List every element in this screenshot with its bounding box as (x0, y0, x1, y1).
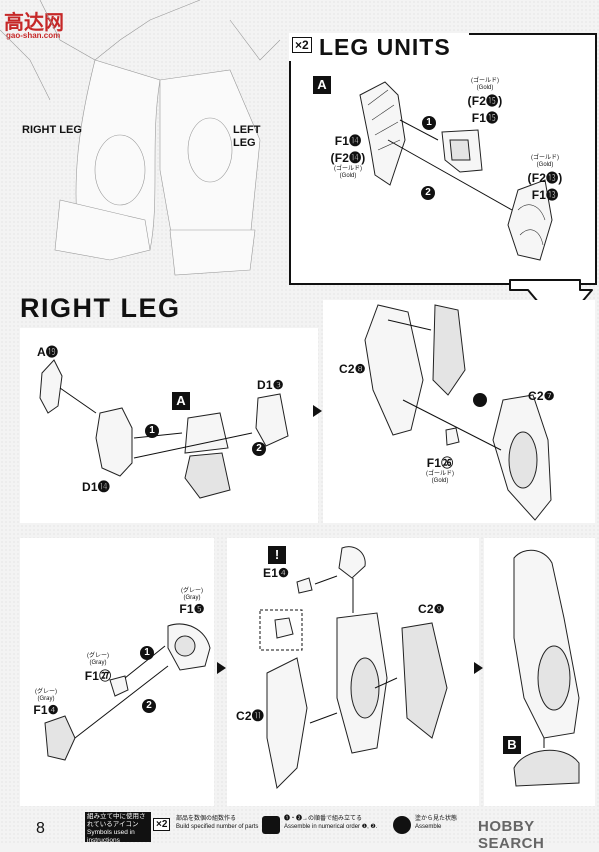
leg-units-header: ×2 LEG UNITS (289, 33, 469, 61)
legend-icon1-text: 部品を数個の組数作る Build specified number of par… (176, 816, 259, 830)
hobby-search-watermark: HOBBY SEARCH (478, 818, 545, 852)
panel1-step-1: 1 (145, 424, 159, 438)
part-c211-label: C2⓫ (236, 709, 264, 723)
panel5-key-b: B (503, 736, 521, 754)
legend-step-order-icon (262, 816, 280, 834)
leg-units-step-2: 2 (421, 186, 435, 200)
overview-legs-illustration (0, 0, 281, 276)
multiplier-badge: ×2 (292, 37, 312, 53)
panel3-parts-illustration (44, 623, 211, 761)
leg-units-step-1: 1 (422, 116, 436, 130)
warning-icon: ! (268, 546, 286, 564)
leg-units-title: LEG UNITS (319, 34, 451, 60)
part-a19-label: A⓳ (37, 345, 59, 359)
part-d13-label: D1❸ (257, 378, 284, 392)
leg-units-key-a: A (313, 76, 331, 94)
part-f2-15-label: (ゴールド) (Gold) (F2⓯) F1⓯ (467, 78, 503, 125)
legend-icon-multiplier: ×2 (153, 818, 171, 831)
overview-right-leg-label: RIGHT LEG (22, 124, 82, 136)
part-f1-14-label: F1⓮ (F2⓮) (ゴールド) (Gold) (330, 134, 366, 179)
leg-units-panel (289, 33, 597, 285)
overview-left-leg-label: LEFT LEG (233, 124, 261, 149)
leg-units-parts-illustration (359, 81, 553, 261)
panel1-parts-illustration (39, 359, 289, 499)
part-e14-label: E1❹ (263, 566, 290, 580)
panel3-step-1: 1 (140, 646, 154, 660)
part-c27-label: C2❼ (528, 389, 555, 403)
panel-arrow-1 (313, 405, 322, 417)
panel1-step-2: 2 (252, 442, 266, 456)
part-f2-13-label: (ゴールド) (Gold) (F2⓭) F1⓭ (527, 155, 563, 202)
part-f127-label: (グレー) (Gray) F1㉗ (84, 653, 112, 683)
panel-arrow-3 (474, 662, 483, 674)
part-d14-label: D1⓮ (82, 480, 110, 494)
panel-arrow-2 (217, 662, 226, 674)
part-c29-label: C2❾ (418, 602, 445, 616)
page-number: 8 (36, 820, 45, 837)
panel3-step-2: 2 (142, 699, 156, 713)
panel5-assembled-leg-illustration (513, 549, 580, 787)
part-f15-label: (グレー) (Gray) F1❺ (179, 588, 205, 616)
panel4-parts-illustration (259, 546, 448, 790)
legend-view-icon (393, 816, 411, 834)
right-leg-panel-3 (20, 538, 214, 806)
legend-icon3-text: 塗から見た状態 Assemble (415, 816, 458, 830)
panel2-parts-illustration (364, 304, 552, 521)
right-leg-title: RIGHT LEG (20, 293, 181, 323)
part-f14-label: (グレー) (Gray) F1❹ (33, 689, 59, 717)
watermark-url: gao-shan.com (6, 31, 61, 40)
part-f126-label: F1㉖ (ゴールド) (Gold) (426, 456, 454, 484)
panel1-key-a: A (172, 392, 190, 410)
legend-icon2-text: ❶・❷→の順番で組み立てる Assemble in numerical orde… (284, 816, 378, 830)
legend-title-box: 組み立て中に使用されているアイコン Symbols used in instru… (85, 812, 151, 844)
part-c28-label: C2❽ (339, 362, 366, 376)
